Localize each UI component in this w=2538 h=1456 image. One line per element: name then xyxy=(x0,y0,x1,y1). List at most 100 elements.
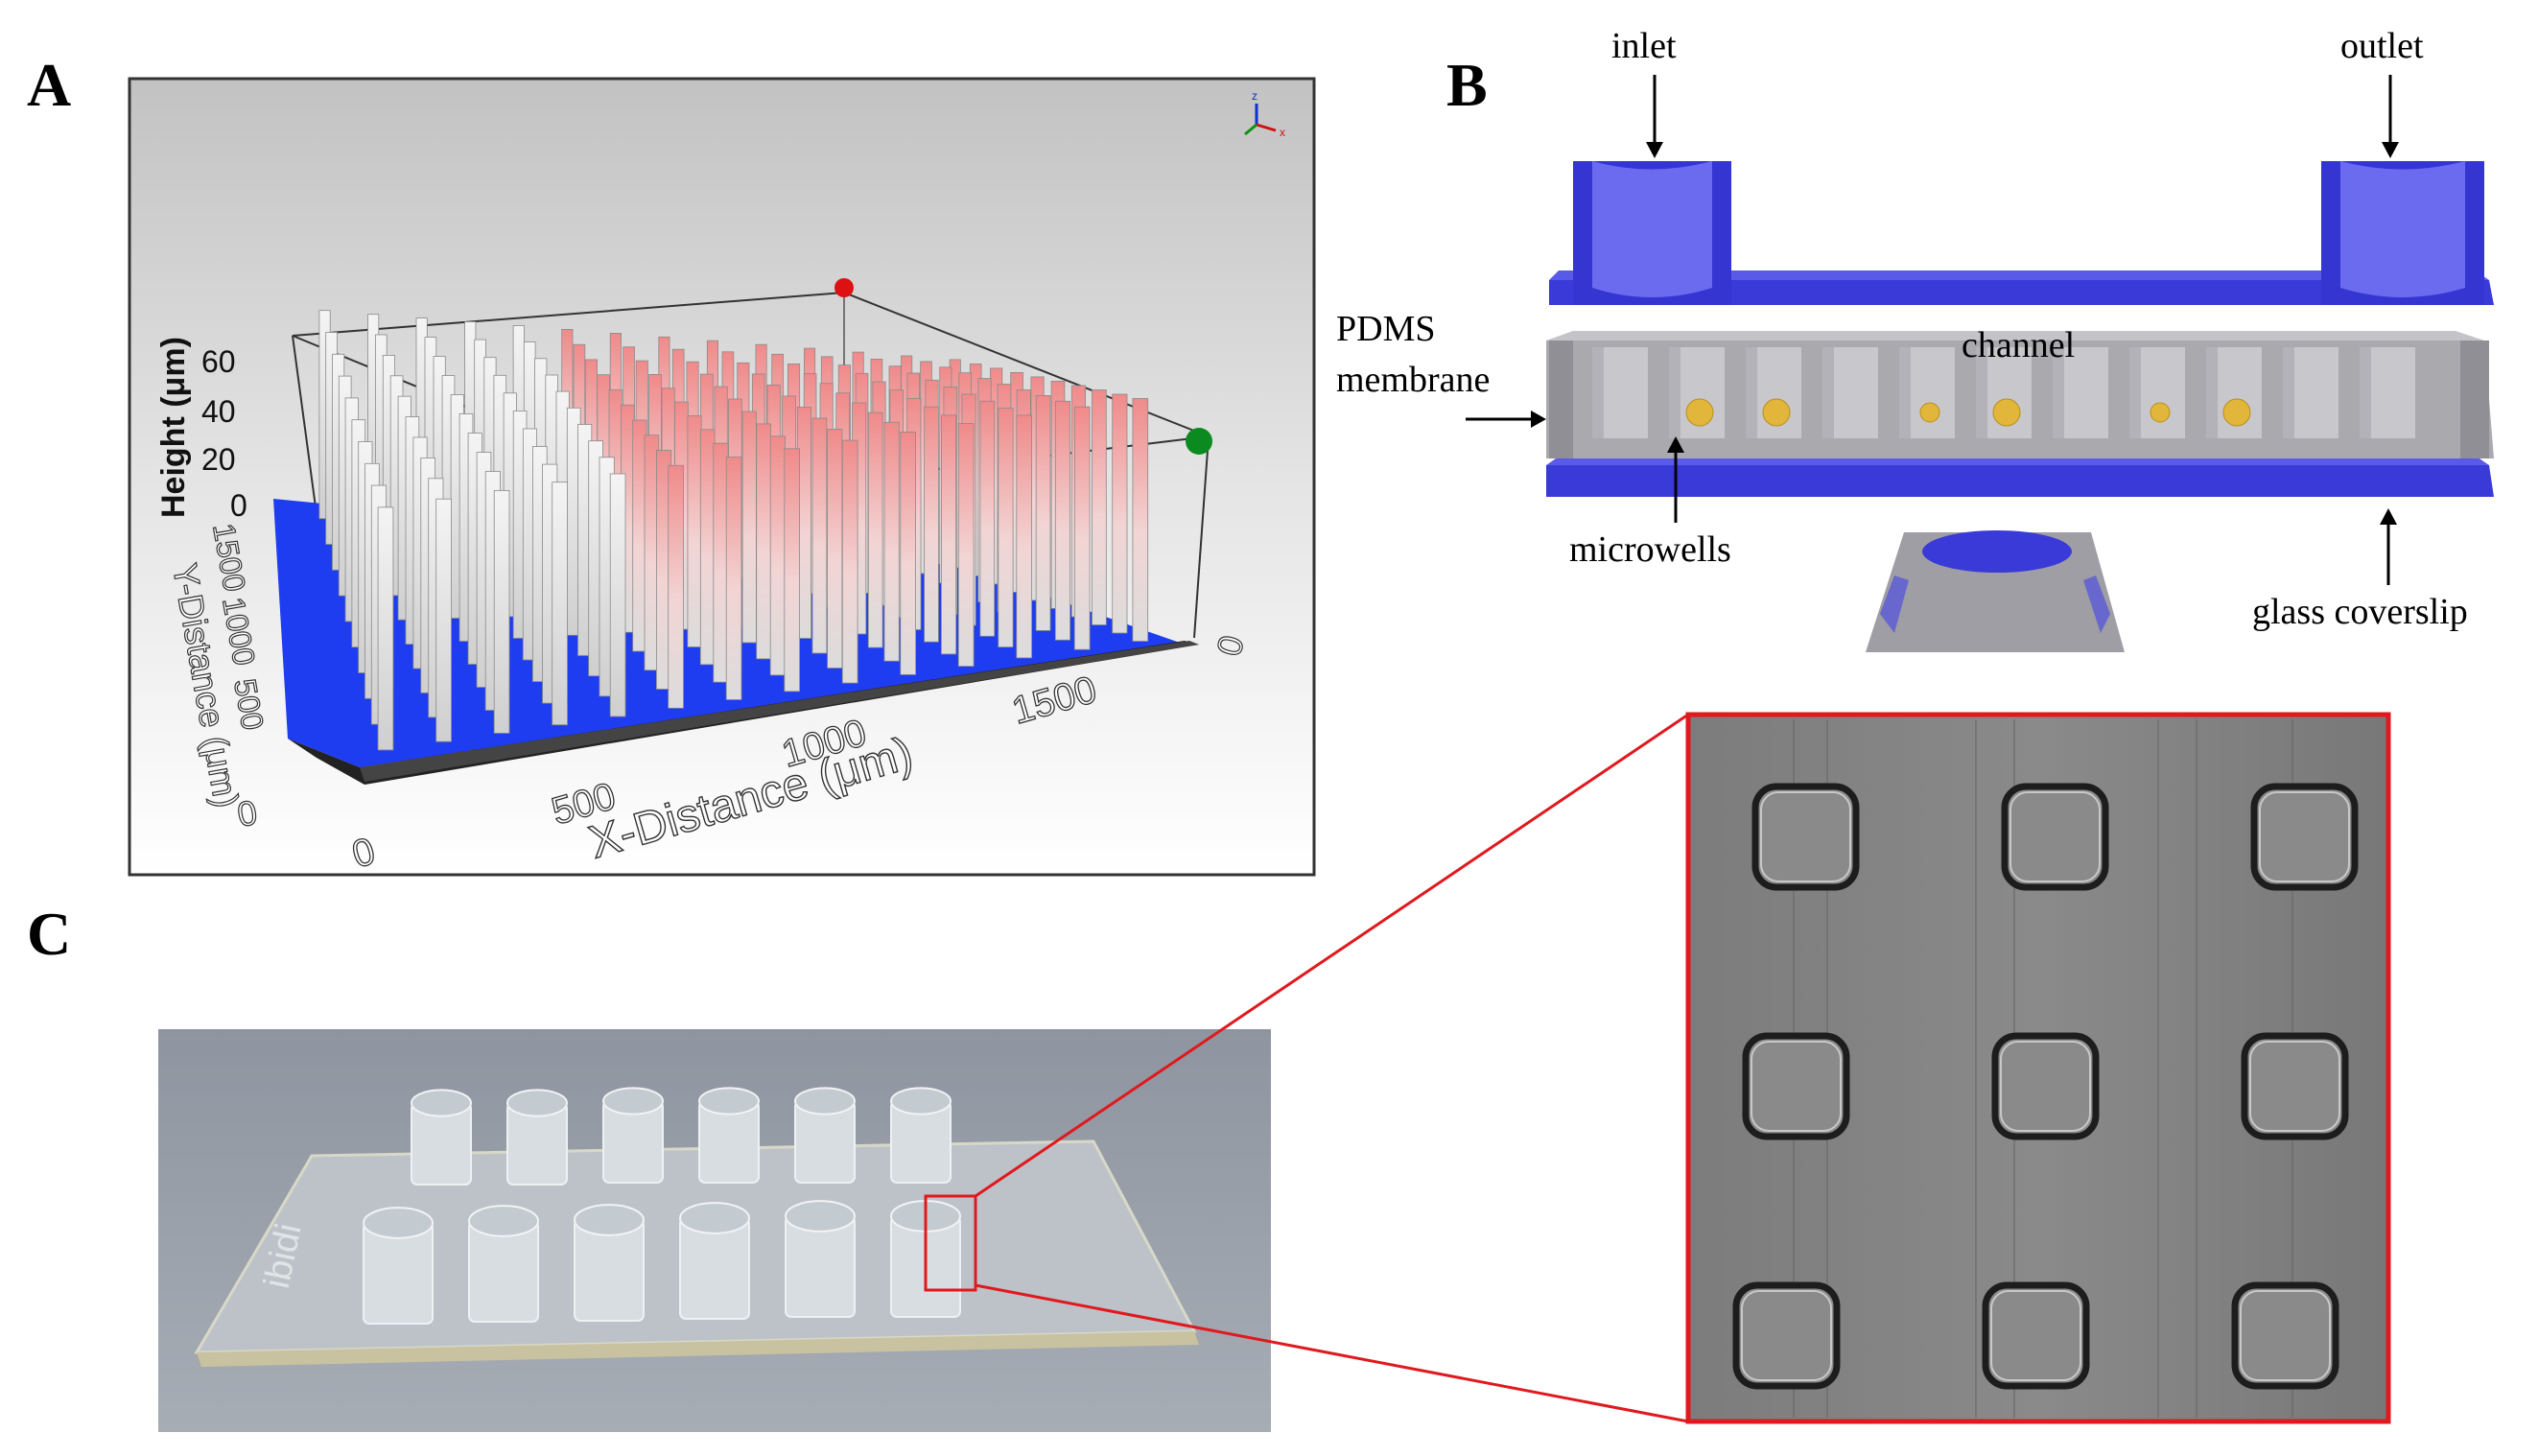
micropillar xyxy=(1016,414,1033,659)
microwell-wall xyxy=(1976,347,1987,438)
microwell-square xyxy=(2231,1281,2339,1390)
microwell-highlight xyxy=(1760,791,1851,882)
red-marker xyxy=(834,278,854,297)
micropillar xyxy=(867,411,883,648)
orientation-z-label: z xyxy=(1252,89,1257,103)
green-marker xyxy=(1186,428,1212,455)
orientation-x-label: x xyxy=(1280,126,1285,139)
z-axis-label: Height (μm) xyxy=(155,337,192,518)
micropillar xyxy=(435,498,452,742)
panel-b-letter: B xyxy=(1446,51,1488,119)
pdms-label-line1: PDMS xyxy=(1336,309,1436,349)
micropillar xyxy=(883,421,900,662)
y-tick-label: 0 xyxy=(234,792,260,834)
micropillar xyxy=(1112,393,1128,634)
micropillar xyxy=(784,448,800,693)
microwell-square xyxy=(1982,1281,2090,1390)
microwell-square xyxy=(1991,1032,2100,1140)
cell-bead xyxy=(2222,398,2251,427)
panel-c-letter: C xyxy=(27,900,71,968)
pdms-membrane xyxy=(1546,331,2494,458)
cell-bead xyxy=(2150,402,2171,423)
microwell-wall xyxy=(1899,347,1911,438)
zoom-highlight-box xyxy=(924,1194,977,1292)
micropillar xyxy=(756,423,771,660)
microwell-wall xyxy=(2053,347,2064,438)
micropillar xyxy=(900,431,916,675)
microwell-highlight xyxy=(1741,1290,1832,1381)
micropillar xyxy=(377,506,394,751)
micropillar-array xyxy=(318,310,1149,751)
inlet-label: inlet xyxy=(1611,26,1677,66)
top-channel-layer xyxy=(1549,161,2494,305)
micropillar xyxy=(552,481,568,726)
cell-bead xyxy=(1919,402,1940,423)
orientation-axes-icon: z x xyxy=(1244,89,1285,139)
microwell-highlight xyxy=(2000,1041,2091,1132)
microwell-square xyxy=(2241,1032,2349,1140)
microwell-wall xyxy=(2360,347,2371,438)
panel-c: C ibidi xyxy=(27,712,2391,1432)
microscope-image xyxy=(1685,712,2391,1424)
reservoir-top xyxy=(679,1202,750,1234)
reservoir-top xyxy=(363,1207,434,1239)
micropillar xyxy=(687,415,702,647)
panel-b: B inlet xyxy=(1336,26,2494,652)
coverslip-arrow-icon xyxy=(2380,508,2397,525)
microwell-square xyxy=(2001,783,2109,891)
channel-label: channel xyxy=(1962,325,2075,365)
microwell-highlight xyxy=(1751,1041,1842,1132)
microwell-square xyxy=(1732,1281,1841,1390)
microwell-wall xyxy=(2129,347,2141,438)
microwell-wall xyxy=(1592,347,1604,438)
z-tick-label: 60 xyxy=(201,344,236,379)
glass-coverslip-label: glass coverslip xyxy=(2252,592,2468,632)
reservoir-top xyxy=(574,1204,645,1236)
cell-bead xyxy=(1992,398,2021,427)
micropillar xyxy=(957,423,975,668)
inlet-arrow-icon xyxy=(1646,142,1663,158)
pdms-arrow-icon xyxy=(1531,411,1546,428)
micropillar xyxy=(668,464,684,709)
microwell-highlight xyxy=(2249,1041,2340,1132)
micropillar xyxy=(769,435,786,676)
micropillar xyxy=(1054,400,1071,641)
microwell-highlight xyxy=(2009,791,2101,882)
micropillar xyxy=(1132,398,1149,642)
micropillar xyxy=(1092,389,1107,625)
micropillar xyxy=(941,414,957,655)
reservoir-top xyxy=(890,1087,952,1115)
micropillar xyxy=(493,489,510,734)
micropillar xyxy=(699,429,716,666)
microwell-wall xyxy=(2283,347,2294,438)
microwell-square xyxy=(1742,1032,1850,1140)
glass-coverslip xyxy=(1546,465,2494,497)
microwell-wall xyxy=(1669,347,1680,438)
reservoir-top xyxy=(785,1200,856,1233)
microwell-highlight xyxy=(2259,791,2350,882)
cell-bead xyxy=(1685,398,1714,427)
micropillar xyxy=(609,473,626,717)
micropillar xyxy=(998,408,1014,648)
reservoir-top xyxy=(506,1089,568,1117)
microwell-square xyxy=(1751,783,1860,891)
well-illustration xyxy=(1866,530,2125,652)
reservoir-top xyxy=(794,1087,856,1115)
microwell-wall xyxy=(1746,347,1757,438)
panel-a: A z x Height (μm) 60 40 20 0 xyxy=(27,51,1316,877)
micropillar xyxy=(741,411,757,644)
reservoir-top xyxy=(411,1089,472,1117)
z-tick-label: 0 xyxy=(230,488,247,523)
microwell-highlight xyxy=(1990,1290,2081,1381)
microwell-highlight xyxy=(2240,1290,2331,1381)
cell-bead xyxy=(1762,398,1791,427)
micropillar xyxy=(827,429,843,669)
outlet-arrow-icon xyxy=(2382,142,2399,158)
microwell-square xyxy=(2250,783,2359,891)
microwells-label: microwells xyxy=(1569,529,1731,570)
slide-photo: ibidi xyxy=(158,1029,1271,1432)
reservoir-top xyxy=(698,1087,760,1115)
microwell-wall xyxy=(2206,347,2218,438)
micropillar xyxy=(725,457,742,700)
